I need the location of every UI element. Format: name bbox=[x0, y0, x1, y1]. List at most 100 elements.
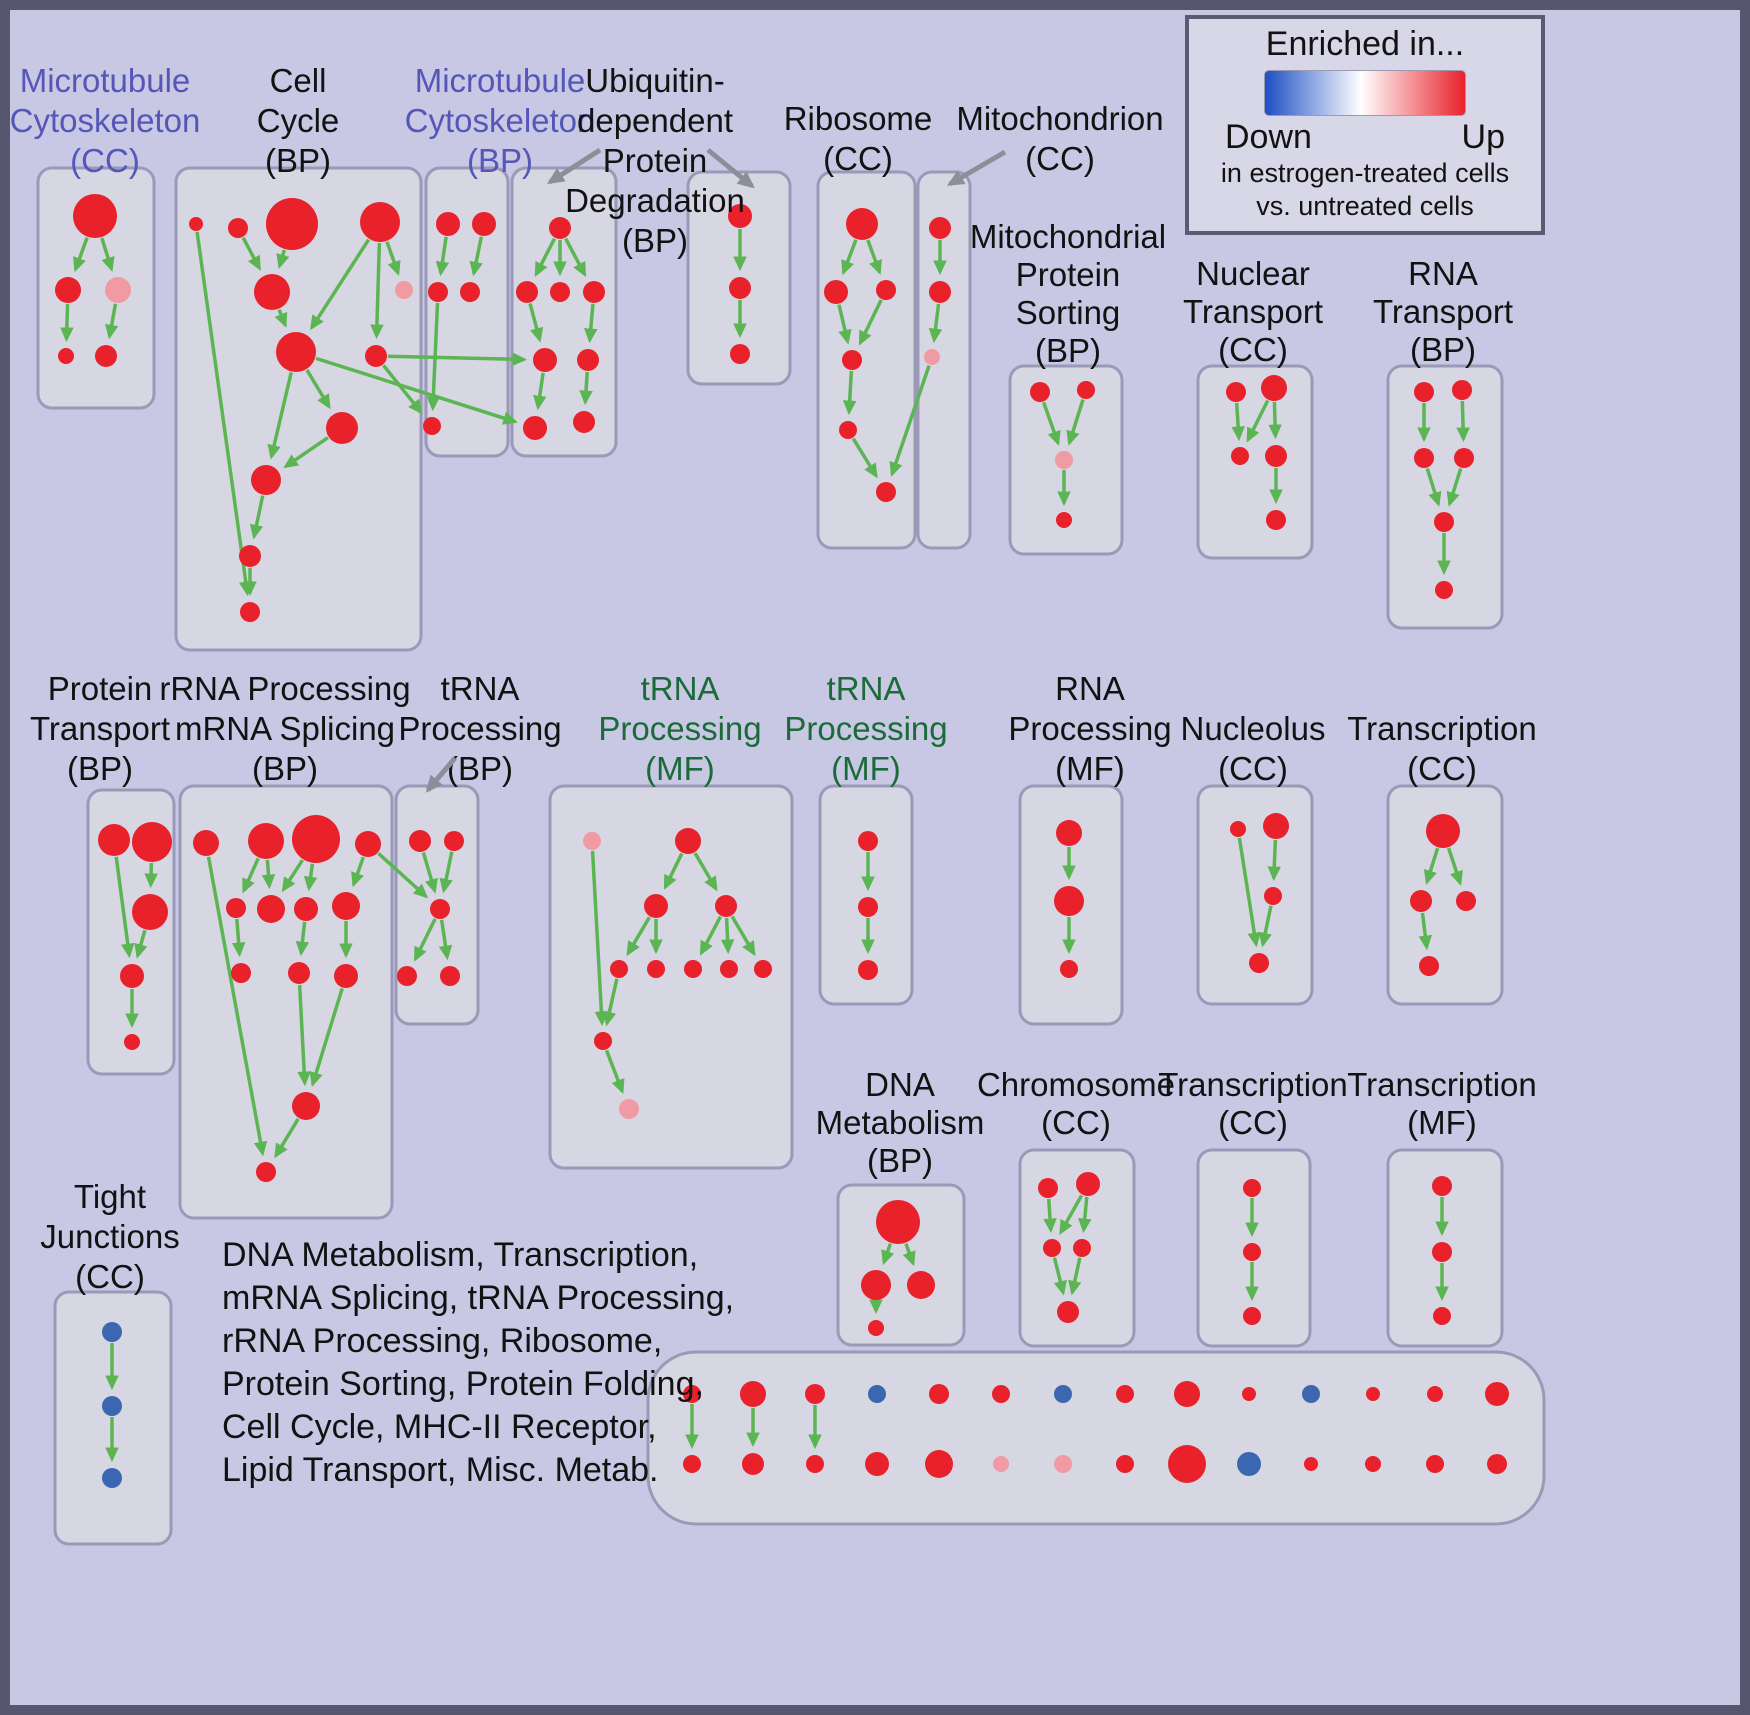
edge-arrow bbox=[421, 852, 438, 894]
edge-arrow bbox=[1066, 399, 1085, 446]
go-term-node bbox=[846, 208, 878, 240]
edge-arrow bbox=[426, 302, 441, 412]
edge-arrow bbox=[1043, 1198, 1057, 1234]
edge-arrow bbox=[1267, 839, 1282, 882]
go-term-node bbox=[444, 831, 464, 851]
edge-arrow bbox=[305, 369, 331, 410]
misc-group-line: DNA Metabolism, Transcription, bbox=[222, 1236, 699, 1274]
go-term-node bbox=[1076, 1172, 1100, 1196]
go-term-node bbox=[440, 966, 460, 986]
edge-arrow bbox=[564, 237, 587, 278]
go-term-node bbox=[573, 411, 595, 433]
go-term-node bbox=[1116, 1385, 1134, 1403]
go-term-node bbox=[1249, 953, 1269, 973]
edge-arrow bbox=[858, 299, 883, 346]
go-term-node bbox=[730, 344, 750, 364]
edge-arrow bbox=[584, 303, 598, 344]
go-term-node bbox=[1116, 1455, 1134, 1473]
go-term-node bbox=[276, 332, 316, 372]
edge-arrow bbox=[303, 863, 318, 892]
go-term-node bbox=[1434, 512, 1454, 532]
go-term-node bbox=[876, 482, 896, 502]
edge-arrow bbox=[602, 978, 619, 1027]
edges-layer bbox=[60, 229, 1470, 1463]
go-term-node bbox=[1054, 1385, 1072, 1403]
go-term-node bbox=[132, 894, 168, 930]
edge-arrow bbox=[281, 859, 304, 893]
go-term-node bbox=[1030, 382, 1050, 402]
edge-arrow bbox=[889, 364, 931, 477]
go-term-node bbox=[824, 280, 848, 304]
go-term-node bbox=[294, 897, 318, 921]
go-term-node bbox=[929, 217, 951, 239]
edge-arrow bbox=[276, 249, 290, 270]
go-term-node bbox=[1060, 960, 1078, 978]
go-term-node bbox=[1226, 382, 1246, 402]
go-term-node bbox=[409, 830, 431, 852]
go-term-node bbox=[929, 281, 951, 303]
edge-arrow bbox=[195, 231, 253, 597]
edge-arrow bbox=[1268, 401, 1282, 440]
edge-arrow bbox=[114, 856, 135, 959]
misc-group-line: Lipid Transport, Misc. Metab. bbox=[222, 1451, 659, 1489]
go-term-node bbox=[288, 962, 310, 984]
edge-arrow bbox=[590, 850, 609, 1027]
go-term-node bbox=[98, 824, 130, 856]
edge-arrow bbox=[104, 303, 119, 340]
legend-context-line2: vs. untreated cells bbox=[1256, 191, 1474, 221]
go-term-node bbox=[1365, 1456, 1381, 1472]
cluster-box-microtubule-cytoskeleton-cc bbox=[36, 166, 156, 410]
go-term-node bbox=[549, 217, 571, 239]
edge-arrow bbox=[528, 303, 544, 343]
go-term-node bbox=[266, 198, 318, 250]
go-term-node bbox=[1261, 375, 1287, 401]
go-term-node bbox=[876, 1200, 920, 1244]
go-term-node bbox=[423, 417, 441, 435]
edge-arrow bbox=[309, 987, 344, 1087]
go-term-node bbox=[102, 1322, 122, 1342]
misc-group-line: Cell Cycle, MHC-II Receptor, bbox=[222, 1408, 657, 1446]
cluster-label-transcription-mf: Transcription(MF) bbox=[1347, 1066, 1537, 1141]
go-term-node bbox=[1366, 1387, 1380, 1401]
edge-arrow bbox=[413, 918, 437, 962]
edge-arrow bbox=[1068, 1257, 1082, 1296]
go-term-node bbox=[1056, 820, 1082, 846]
cluster-label-mitochondrion-cc: Mitochondrion(CC) bbox=[956, 100, 1163, 177]
edge-arrow bbox=[206, 856, 268, 1157]
misc-group-line: Protein Sorting, Protein Folding, bbox=[222, 1365, 704, 1403]
go-term-node bbox=[1055, 451, 1073, 469]
go-term-node bbox=[1432, 1242, 1452, 1262]
edge-arrow bbox=[866, 239, 882, 276]
go-term-node bbox=[355, 831, 381, 857]
go-term-node bbox=[729, 277, 751, 299]
edge-arrow bbox=[242, 857, 260, 894]
go-term-node bbox=[1077, 381, 1095, 399]
go-term-node bbox=[644, 894, 668, 918]
misc-groups-text: DNA Metabolism, Transcription,mRNA Splic… bbox=[222, 1234, 734, 1492]
edge-arrow bbox=[134, 929, 148, 959]
go-term-node bbox=[1057, 1301, 1079, 1323]
legend-up-label: Up bbox=[1461, 118, 1505, 156]
edge-arrow bbox=[851, 437, 878, 479]
cluster-box-nucleolus-cc bbox=[1196, 784, 1314, 1006]
edge-arrow bbox=[73, 237, 89, 273]
legend-down-label: Down bbox=[1225, 118, 1312, 156]
go-term-node bbox=[805, 1384, 825, 1404]
go-term-node bbox=[683, 1385, 701, 1403]
go-term-node bbox=[124, 1034, 140, 1050]
edge-arrow bbox=[1237, 837, 1261, 948]
go-term-node bbox=[1230, 821, 1246, 837]
go-term-node bbox=[1231, 447, 1249, 465]
go-term-node bbox=[1427, 1386, 1443, 1402]
go-term-node bbox=[754, 960, 772, 978]
edge-arrow bbox=[261, 859, 276, 890]
edge-arrow bbox=[881, 1243, 895, 1266]
edge-arrow bbox=[283, 436, 329, 469]
edge-arrow bbox=[928, 303, 943, 344]
